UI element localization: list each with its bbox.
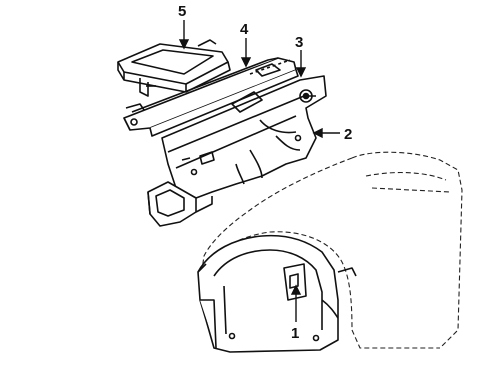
callout-1-label: 1	[291, 325, 299, 342]
callout-2-label: 2	[344, 126, 352, 143]
part-splash-shield	[197, 234, 357, 353]
callout-3-label: 3	[295, 34, 303, 51]
callout-leaders	[178, 20, 340, 322]
callout-5-label: 5	[178, 3, 186, 20]
part-apron-assembly	[147, 75, 327, 227]
callout-4-label: 4	[240, 21, 249, 38]
part-upper-rail	[123, 57, 299, 137]
part-battery-tray	[117, 39, 231, 97]
